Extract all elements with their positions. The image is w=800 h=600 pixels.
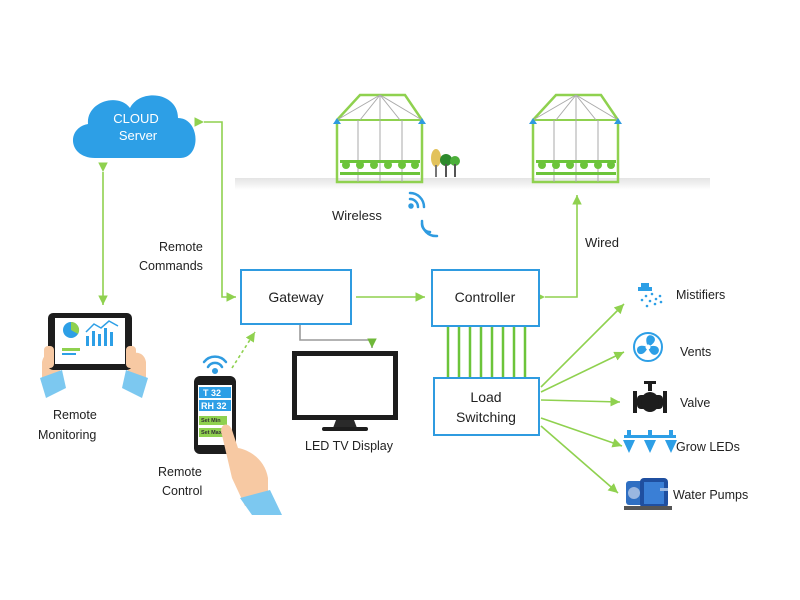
device-label: Water Pumps <box>673 488 748 502</box>
smartphone-icon: T 32 RH 32 Set Min Set Max <box>194 376 282 515</box>
tablet-icon <box>40 313 148 398</box>
link-load-valve <box>540 396 621 407</box>
device-label: Valve <box>680 396 710 410</box>
load-switching-box: Load Switching <box>433 377 540 436</box>
phone-temp-readout: T 32 <box>203 388 221 398</box>
device-label: Grow LEDs <box>676 440 740 454</box>
link-load-vents <box>540 351 625 393</box>
water-pump-icon <box>624 478 672 510</box>
phone-rh-readout: RH 32 <box>201 401 227 411</box>
device-label: Vents <box>680 345 711 359</box>
wired-label: Wired <box>585 235 619 250</box>
phone-set-min: Set Min <box>201 418 221 424</box>
controller-label: Controller <box>455 289 516 305</box>
phone-wifi-icon <box>202 355 228 375</box>
remote-monitoring-label-line2: Monitoring <box>38 428 96 442</box>
tv-icon <box>292 351 398 431</box>
sprinkler-icon <box>638 283 663 308</box>
remote-commands-label-line1: Remote <box>159 240 203 254</box>
load-switching-label-line1: Load <box>470 389 501 405</box>
ground-strip <box>235 178 710 190</box>
link-gateway-tv <box>299 325 377 348</box>
link-cloud-gateway <box>194 117 236 302</box>
wireless-icon <box>408 191 439 238</box>
wireless-label: Wireless <box>332 208 382 223</box>
gateway-label: Gateway <box>268 289 323 305</box>
fan-icon <box>633 332 663 362</box>
controller-box: Controller <box>431 269 540 327</box>
link-phone-gateway <box>231 331 256 369</box>
link-controller-greenhouse <box>535 195 582 302</box>
greenhouse-icon <box>529 93 622 184</box>
cloud-icon <box>72 95 196 158</box>
cloud-label-line1: CLOUD <box>113 111 159 126</box>
led-tv-label: LED TV Display <box>305 439 394 453</box>
valve-icon <box>633 381 667 413</box>
device-label: Mistifiers <box>676 288 725 302</box>
cloud-label-line2: Server <box>119 128 158 143</box>
remote-control-label-line1: Remote <box>158 465 202 479</box>
link-load-grow-leds <box>540 417 623 448</box>
phone-set-max: Set Max <box>201 430 223 436</box>
greenhouse-icon <box>333 93 426 184</box>
link-load-pumps <box>540 425 619 494</box>
cloud-server: CLOUD Server <box>72 95 196 158</box>
tree-icon <box>431 149 460 177</box>
load-switching-label-line2: Switching <box>456 409 516 425</box>
remote-control-label-line2: Control <box>162 484 202 498</box>
link-load-mistifiers <box>540 303 625 388</box>
gateway-box: Gateway <box>240 269 352 325</box>
grow-led-icon <box>623 430 677 453</box>
remote-commands-label-line2: Commands <box>139 259 203 273</box>
remote-monitoring-label-line1: Remote <box>53 408 97 422</box>
relay-bus <box>446 326 527 378</box>
